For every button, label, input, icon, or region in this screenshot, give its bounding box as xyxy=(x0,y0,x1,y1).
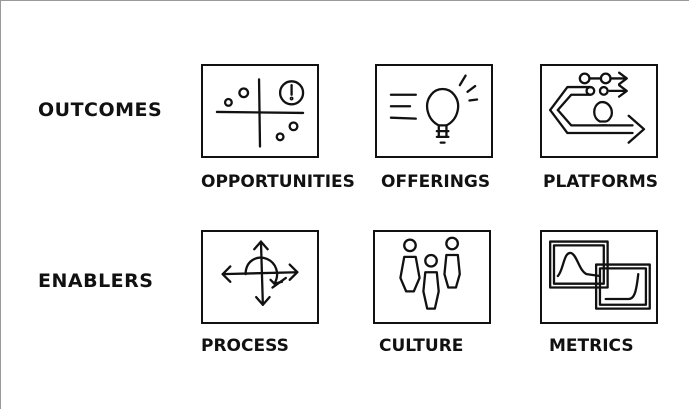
people-icon xyxy=(399,236,461,310)
tile-platforms xyxy=(540,64,658,158)
lightbulb-icon xyxy=(389,74,479,144)
caption-metrics: METRICS xyxy=(549,336,634,356)
tile-offerings xyxy=(375,64,493,158)
tile-opportunities xyxy=(201,64,319,158)
tile-culture xyxy=(373,230,491,324)
caption-culture: CULTURE xyxy=(379,336,464,356)
caption-offerings: OFFERINGS xyxy=(381,172,491,192)
row-label-enablers: ENABLERS xyxy=(38,270,154,292)
tile-metrics xyxy=(540,230,658,324)
platform-arrows-icon xyxy=(549,71,646,144)
caption-process: PROCESS xyxy=(201,336,289,356)
tile-process xyxy=(201,230,319,324)
compass-arrows-icon xyxy=(221,240,299,306)
charts-icon xyxy=(549,240,651,310)
caption-platforms: PLATFORMS xyxy=(543,172,659,192)
row-label-outcomes: OUTCOMES xyxy=(38,99,163,121)
quadrant-icon xyxy=(215,78,305,148)
caption-opportunities: OPPORTUNITIES xyxy=(201,172,355,192)
